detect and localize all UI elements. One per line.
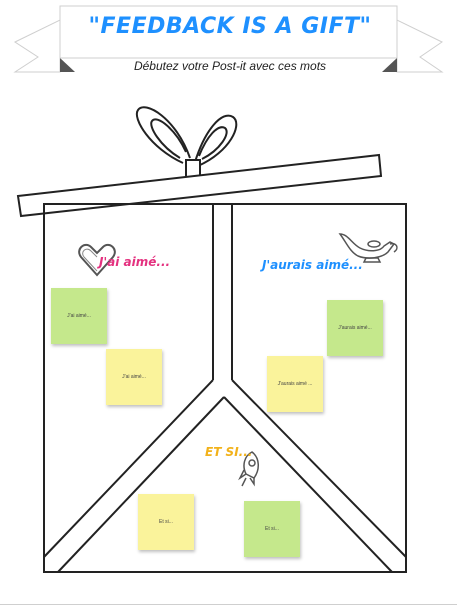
sticky-note-wished-1[interactable]: J'aurais aimé... [327,300,383,356]
genie-lamp-icon [338,233,398,263]
sticky-note-liked-1[interactable]: J'ai aimé... [51,288,107,344]
sticky-note-whatif-1[interactable]: Et si... [138,494,194,550]
gift-lid [16,153,383,218]
heart-icon [78,243,116,277]
title-banner [0,0,457,80]
gift-box [43,203,407,573]
bow-right-inner-loop [198,126,228,160]
page-title: "FEEDBACK IS A GIFT" [88,14,372,39]
bow-left-loop [135,106,191,164]
sticky-note-liked-2[interactable]: J'ai aimé... [106,349,162,405]
bottom-divider [0,604,457,605]
section-label-liked: J'ai aimé... [99,255,171,269]
page-subtitle: Débutez votre Post-it avec ces mots [133,59,327,73]
sticky-note-wished-2[interactable]: J'aurais aimé ... [267,356,323,412]
sticky-note-whatif-2[interactable]: Et si... [244,501,300,557]
bow-right-loop [194,114,238,167]
rocket-icon [238,451,259,487]
section-label-whatif: ET SI... [205,445,253,459]
ribbon-shape [13,5,444,73]
section-label-wished: J'aurais aimé... [262,258,363,272]
bow-left-inner-loop [150,118,187,159]
